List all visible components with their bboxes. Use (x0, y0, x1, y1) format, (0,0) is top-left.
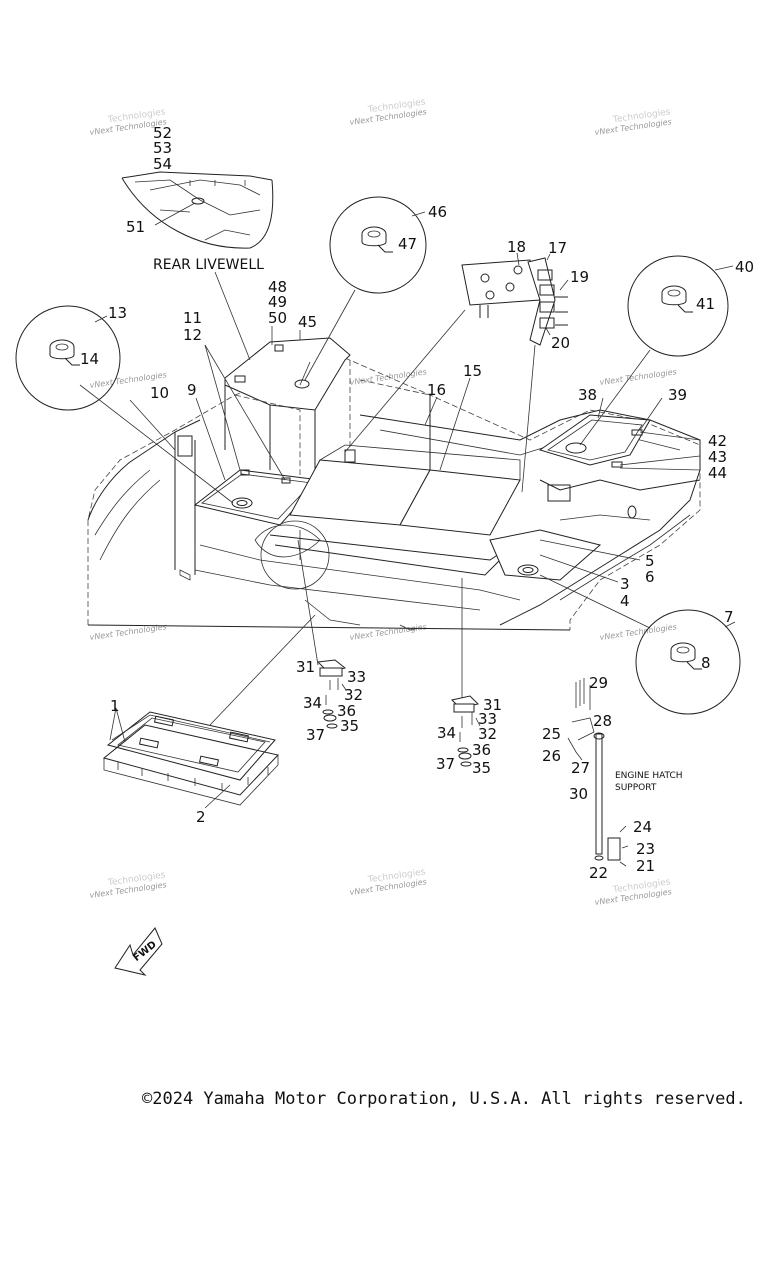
callout-13: 13 (108, 304, 127, 322)
snap-hinge-b (451, 578, 481, 767)
callout-35a: 35 (340, 717, 359, 735)
callout-34b: 34 (437, 724, 456, 742)
callout-14: 14 (80, 350, 99, 368)
callout-43: 43 (708, 448, 727, 466)
callout-6: 6 (645, 568, 655, 586)
callout-19: 19 (570, 268, 589, 286)
callout-36a: 36 (337, 702, 356, 720)
watermark-text: vNext Technologies (349, 622, 427, 642)
callout-35b: 35 (472, 759, 491, 777)
callout-5: 5 (645, 552, 655, 570)
callout-17: 17 (548, 239, 567, 257)
callout-48: 48 (268, 278, 287, 296)
callout-45: 45 (298, 313, 317, 331)
callout-47: 47 (398, 235, 417, 253)
callout-51: 51 (126, 218, 145, 236)
callout-37b: 37 (436, 755, 455, 773)
engine-hatch-support-label-line2: SUPPORT (615, 783, 657, 793)
callout-31b: 31 (483, 696, 502, 714)
fwd-arrow: FWD (114, 927, 163, 976)
callout-11: 11 (183, 309, 202, 327)
callout-2: 2 (196, 808, 206, 826)
callout-10: 10 (150, 384, 169, 402)
hinge-bracket (344, 252, 569, 493)
callout-32a: 32 (344, 686, 363, 704)
callout-8: 8 (701, 654, 711, 672)
hull-deck-assembly (87, 337, 701, 631)
callout-7: 7 (724, 608, 734, 626)
callout-12: 12 (183, 326, 202, 344)
callout-1: 1 (110, 697, 120, 715)
callout-31a: 31 (296, 658, 315, 676)
callout-16: 16 (427, 381, 446, 399)
detail-circle-13 (15, 305, 234, 504)
engine-hatch-support: ENGINE HATCH SUPPORT (567, 678, 683, 867)
callout-46: 46 (428, 203, 447, 221)
callout-49: 49 (268, 293, 287, 311)
copyright-notice: ©2024 Yamaha Motor Corporation, U.S.A. A… (142, 1089, 746, 1109)
callout-33b: 33 (478, 710, 497, 728)
rear-livewell-label: REAR LIVEWELL (153, 257, 264, 273)
callout-18: 18 (507, 238, 526, 256)
watermark-text: vNext Technologies (599, 622, 677, 642)
snap-hinge-a (297, 539, 347, 729)
callout-28: 28 (593, 712, 612, 730)
detail-circle-40 (579, 255, 734, 446)
engine-hatch-support-label-line1: ENGINE HATCH (615, 771, 683, 781)
callout-4: 4 (620, 592, 630, 610)
detail-circle-7 (539, 574, 741, 715)
callout-29: 29 (589, 674, 608, 692)
callout-24: 24 (633, 818, 652, 836)
callout-33a: 33 (347, 668, 366, 686)
callout-50: 50 (268, 309, 287, 327)
callout-42: 42 (708, 432, 727, 450)
callout-40: 40 (735, 258, 754, 276)
callout-22: 22 (589, 864, 608, 882)
callout-34a: 34 (303, 694, 322, 712)
callout-39: 39 (668, 386, 687, 404)
callout-36b: 36 (472, 741, 491, 759)
hatch-frame (102, 614, 316, 809)
callout-38: 38 (578, 386, 597, 404)
callout-41: 41 (696, 295, 715, 313)
callout-3: 3 (620, 575, 630, 593)
callout-15: 15 (463, 362, 482, 380)
callouts: 52 53 54 51 46 47 18 17 19 20 40 41 48 4… (80, 124, 754, 882)
callout-26: 26 (542, 747, 561, 765)
callout-9: 9 (187, 381, 197, 399)
callout-53: 53 (153, 139, 172, 157)
callout-25: 25 (542, 725, 561, 743)
callout-23: 23 (636, 840, 655, 858)
detail-circle-46 (304, 196, 427, 381)
callout-44: 44 (708, 464, 727, 482)
callout-27: 27 (571, 759, 590, 777)
callout-54: 54 (153, 155, 172, 173)
watermark-text: vNext Technologies (599, 367, 677, 387)
callout-32b: 32 (478, 725, 497, 743)
callout-30: 30 (569, 785, 588, 803)
leader-lines (129, 326, 701, 583)
callout-21: 21 (636, 857, 655, 875)
callout-37a: 37 (306, 726, 325, 744)
callout-52: 52 (153, 124, 172, 142)
callout-20: 20 (551, 334, 570, 352)
rear-livewell-inset: REAR LIVEWELL (121, 171, 274, 361)
